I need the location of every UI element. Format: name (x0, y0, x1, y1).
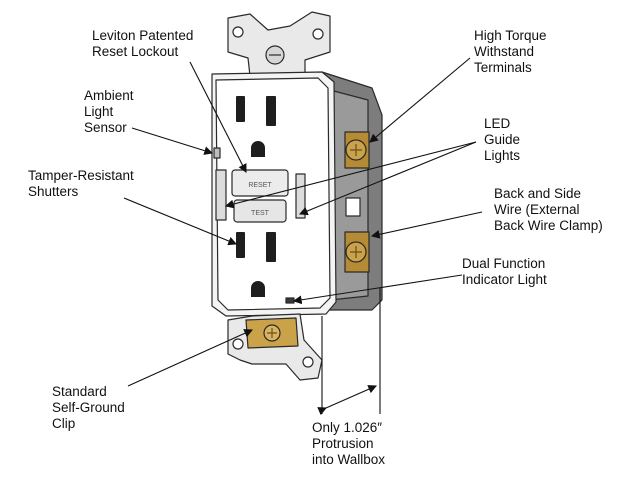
leader-high-torque (369, 57, 471, 143)
lower-outlet (236, 232, 276, 297)
label-dual-function: Dual Function Indicator Light (462, 256, 547, 287)
lower-terminal-screw (344, 231, 370, 273)
top-strap-hole-right (312, 28, 324, 40)
upper-terminal-screw (344, 131, 370, 169)
label-ambient-sensor: Ambient Light Sensor (84, 88, 134, 135)
indicator-light (285, 297, 295, 304)
dimension-arrow (317, 385, 378, 416)
led-guide-right (295, 173, 306, 219)
test-button (233, 199, 287, 223)
label-tamper-shutters: Tamper-Resistant Shutters (28, 168, 134, 199)
leader-back-side-wire (370, 211, 483, 239)
reset-button-text: RESET (248, 182, 272, 189)
reset-button (231, 169, 289, 197)
self-ground-clip (245, 317, 299, 349)
bottom-strap-hole-right (302, 356, 314, 368)
leader-reset-lockout (189, 61, 247, 173)
leader-led-guide-1 (224, 141, 477, 209)
top-mounting-strap (227, 11, 331, 77)
leader-led-guide-2 (298, 141, 477, 216)
label-reset-lockout: Leviton Patented Reset Lockout (92, 28, 194, 59)
label-high-torque: High Torque Withstand Terminals (474, 28, 547, 75)
label-led-guide: LED Guide Lights (484, 116, 521, 163)
led-guide-left (215, 169, 227, 221)
top-strap-hole-left (232, 26, 244, 38)
label-self-ground: Standard Self-Ground Clip (52, 384, 125, 431)
test-button-text: TEST (251, 210, 270, 217)
back-wire-clamp-top (345, 197, 361, 217)
leader-dual-function (292, 274, 463, 305)
upper-outlet (236, 96, 276, 157)
bottom-strap-hole-left (232, 338, 244, 350)
leader-tamper-shutters (123, 197, 238, 246)
ambient-light-sensor (213, 147, 221, 159)
label-back-side-wire: Back and Side Wire (External Back Wire C… (494, 186, 603, 233)
leader-ambient-sensor (131, 127, 214, 155)
leader-self-ground (127, 329, 254, 387)
label-protrusion: Only 1.026″ Protrusion into Wallbox (312, 420, 386, 467)
